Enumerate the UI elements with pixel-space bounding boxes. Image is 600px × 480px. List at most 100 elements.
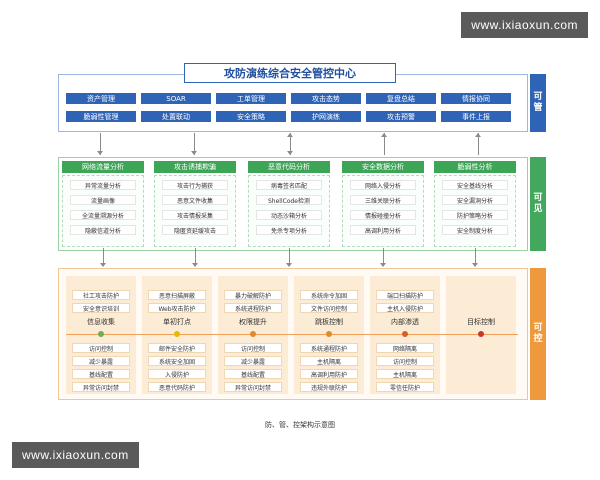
tag-see: 可见 [530, 157, 546, 251]
control-item[interactable]: 减少暴露 [224, 356, 282, 366]
connector-arrow [290, 133, 291, 155]
control-item[interactable]: 入侵防护 [148, 369, 206, 379]
stage-label: 权限提升 [239, 318, 267, 326]
see-item[interactable]: 异常流量分析 [70, 180, 136, 190]
arrow-down-icon [287, 151, 293, 155]
see-item[interactable]: 三维关联分析 [350, 195, 416, 205]
tag-control: 可控 [530, 268, 546, 400]
control-item[interactable]: 文件访问控制 [300, 303, 358, 313]
connector-arrow [194, 133, 195, 155]
arrow-down-icon [191, 151, 197, 155]
see-item[interactable]: 隐匿资延缓攻击 [162, 225, 228, 235]
see-item[interactable]: 病毒签名匹配 [256, 180, 322, 190]
manage-button[interactable]: 脆弱性管理 [66, 111, 136, 122]
control-item[interactable]: 访问控制 [224, 343, 282, 353]
stage-label: 单初打点 [163, 318, 191, 326]
center-title: 攻防演练综合安全管控中心 [184, 63, 396, 83]
arrow-down-icon [192, 263, 198, 267]
control-item[interactable]: 恶意代码防护 [148, 382, 206, 392]
see-item[interactable]: 防护策略分析 [442, 210, 508, 220]
control-item[interactable]: 社工攻击防护 [72, 290, 130, 300]
control-item[interactable]: 主机隔离 [300, 356, 358, 366]
arrow-down-icon [97, 151, 103, 155]
connector-arrow [384, 133, 385, 155]
control-item[interactable]: 违规外联防护 [300, 382, 358, 392]
see-item[interactable]: 情报碰撞分析 [350, 210, 416, 220]
see-column-title[interactable]: 网络流量分析 [62, 161, 144, 173]
see-item[interactable]: 攻击情报采集 [162, 210, 228, 220]
stage-dot-icon [478, 331, 484, 337]
control-item[interactable]: 异常访问封禁 [72, 382, 130, 392]
manage-button[interactable]: 资产管理 [66, 93, 136, 104]
stage-dot-icon [98, 331, 104, 337]
control-item[interactable]: 高调利用防护 [300, 369, 358, 379]
control-item[interactable]: 基线配置 [72, 369, 130, 379]
stage-label: 内部渗透 [391, 318, 419, 326]
manage-button[interactable]: 情报协同 [441, 93, 511, 104]
control-item[interactable]: 暴力破解防护 [224, 290, 282, 300]
arrow-up-icon [381, 133, 387, 137]
control-item[interactable]: Web攻击防护 [148, 303, 206, 313]
manage-button[interactable]: SOAR [141, 93, 211, 104]
manage-button[interactable]: 处置联动 [141, 111, 211, 122]
control-item[interactable]: 零信任防护 [376, 382, 434, 392]
see-column-title[interactable]: 安全数据分析 [342, 161, 424, 173]
manage-button[interactable]: 事件上报 [441, 111, 511, 122]
manage-button[interactable]: 攻击态势 [291, 93, 361, 104]
see-item[interactable]: 安全漏洞分析 [442, 195, 508, 205]
control-item[interactable]: 访问控制 [72, 343, 130, 353]
connector-arrow [289, 248, 290, 266]
see-item[interactable]: 网络入侵分析 [350, 180, 416, 190]
figure-caption: 防、管、控架构示意图 [265, 421, 335, 429]
see-item[interactable]: 全流量溯源分析 [70, 210, 136, 220]
see-column-title[interactable]: 脆弱性分析 [434, 161, 516, 173]
control-item[interactable]: 恶意扫描屏蔽 [148, 290, 206, 300]
see-column-title[interactable]: 攻击诱捕欺骗 [154, 161, 236, 173]
see-item[interactable]: 攻击行为捕获 [162, 180, 228, 190]
manage-button[interactable]: 护网演练 [291, 111, 361, 122]
stage-label: 信息收集 [87, 318, 115, 326]
manage-button[interactable]: 攻击预警 [366, 111, 436, 122]
control-item[interactable]: 减少暴露 [72, 356, 130, 366]
control-item[interactable]: 异常访问封禁 [224, 382, 282, 392]
see-item[interactable]: 恶意文件收集 [162, 195, 228, 205]
control-item[interactable]: 端口扫描防护 [376, 290, 434, 300]
stage-label: 跳板控制 [315, 318, 343, 326]
see-item[interactable]: 安全基线分析 [442, 180, 508, 190]
stage-dot-icon [402, 331, 408, 337]
control-item[interactable]: 访问控制 [376, 356, 434, 366]
manage-button[interactable]: 安全策略 [216, 111, 286, 122]
manage-button[interactable]: 复盘总结 [366, 93, 436, 104]
control-item[interactable]: 主机入侵防护 [376, 303, 434, 313]
see-item[interactable]: 高调利用分析 [350, 225, 416, 235]
tag-manage: 可管 [530, 74, 546, 132]
control-item[interactable]: 系统命令加固 [300, 290, 358, 300]
see-item[interactable]: 安全制度分析 [442, 225, 508, 235]
control-item[interactable]: 系统通程防护 [300, 343, 358, 353]
stage-timeline [66, 334, 518, 335]
control-item[interactable]: 安全意识培训 [72, 303, 130, 313]
see-item[interactable]: 隐蔽信道分析 [70, 225, 136, 235]
stage-label: 目标控制 [467, 318, 495, 326]
control-item[interactable]: 主机隔离 [376, 369, 434, 379]
see-item[interactable]: 免杀专项分析 [256, 225, 322, 235]
arrow-down-icon [286, 263, 292, 267]
see-item[interactable]: ShellCode检测 [256, 195, 322, 205]
control-item[interactable]: 网络隔离 [376, 343, 434, 353]
control-item[interactable]: 邮件安全防护 [148, 343, 206, 353]
stage-dot-icon [174, 331, 180, 337]
connector-arrow [100, 133, 101, 155]
connector-arrow [383, 248, 384, 266]
see-column-title[interactable]: 恶意代码分析 [248, 161, 330, 173]
see-item[interactable]: 动态沙箱分析 [256, 210, 322, 220]
control-item[interactable]: 系统进程防护 [224, 303, 282, 313]
control-item[interactable]: 基线配置 [224, 369, 282, 379]
arrow-up-icon [475, 133, 481, 137]
connector-arrow [475, 248, 476, 266]
arrow-up-icon [287, 133, 293, 137]
control-item[interactable]: 系统安全加固 [148, 356, 206, 366]
see-item[interactable]: 流量画像 [70, 195, 136, 205]
manage-button[interactable]: 工单管理 [216, 93, 286, 104]
arrow-down-icon [380, 263, 386, 267]
connector-arrow [478, 133, 479, 155]
